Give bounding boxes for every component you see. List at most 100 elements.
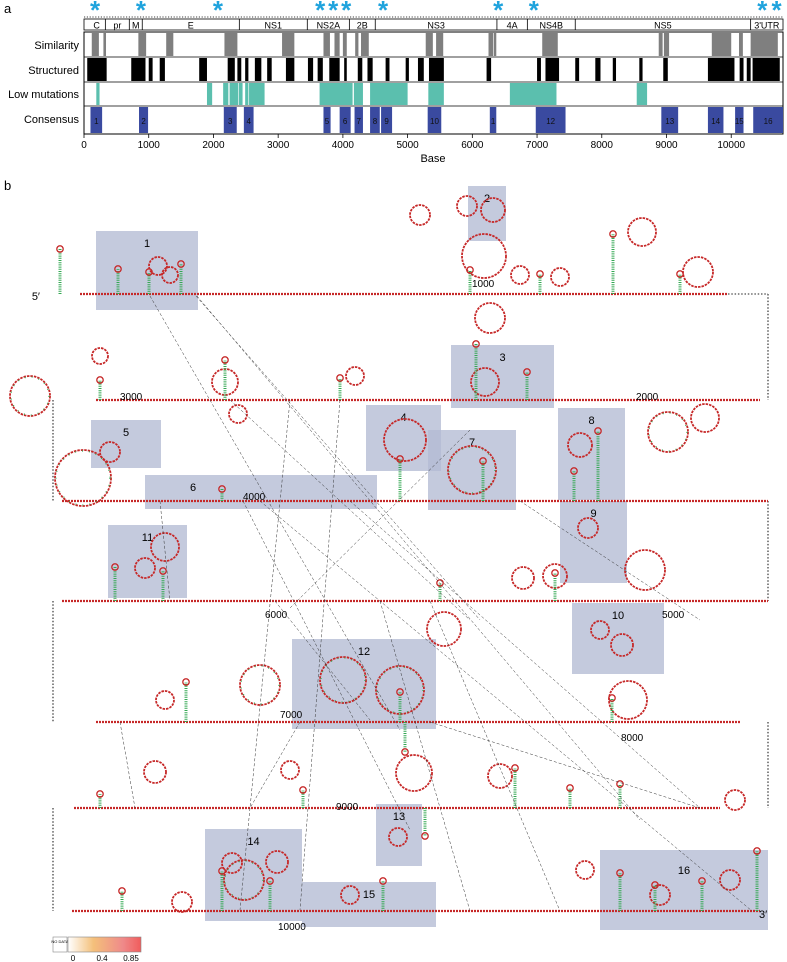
conservation-star: * [493,0,504,25]
consensus-region-label: 11 [142,532,153,544]
long-range-interaction [159,500,171,602]
consensus-region-box [560,501,627,583]
long-range-interaction [229,399,471,621]
rna-loop-pairs [320,657,366,703]
low-mutations-segment [353,83,363,105]
rna-loop [480,197,506,223]
hairpin-loop [616,869,624,877]
x-tick-label: 9000 [655,140,678,151]
structured-segment [707,58,735,81]
conservation-star: * [136,0,147,25]
consensus-segment [753,107,783,133]
similarity-segment [738,33,743,56]
consensus-label: 9 [384,117,389,126]
rna-loop-pairs [224,860,264,900]
consensus-label: 1 [94,117,99,126]
long-range-interaction [289,429,471,609]
consensus-label: 7 [357,117,362,126]
x-tick-label: 6000 [461,140,484,151]
hairpin-loop [676,270,684,278]
consensus-label: 12 [546,117,555,126]
rna-loop [239,664,281,706]
rna-loop [161,266,179,284]
hairpin-loop [379,877,387,885]
no-data-swatch [52,936,68,953]
hairpin-loop [218,485,226,493]
structured-segment [131,58,146,81]
consensus-region-box [292,639,436,729]
structured-segment [237,58,242,81]
gene-label: 2B [357,21,368,31]
consensus-region-box [558,408,625,500]
consensus-label: 15 [735,117,744,126]
long-range-interaction [259,500,753,912]
consensus-region-label: 15 [363,889,375,901]
hairpin-loop [118,887,126,895]
rna-loop [340,885,360,905]
rna-loop [577,517,599,539]
structured-segment [746,58,751,81]
similarity-segment [750,33,778,56]
hairpin-loop [594,427,602,435]
consensus-segment [735,107,744,133]
structured-segment [267,58,272,81]
consensus-region-label: 4 [400,412,406,424]
long-range-interaction [196,295,641,821]
consensus-region-label: 8 [588,415,594,427]
x-tick-label: 2000 [202,140,225,151]
conservation-star: * [328,0,339,25]
rna-loop [54,449,112,507]
low-mutations-segment [249,83,265,105]
rna-loop [567,432,593,458]
structured-segment [254,58,262,81]
structured-segment [663,58,668,81]
structured-segment [575,58,580,81]
rna-loop [510,265,530,285]
hairpin-loop [221,356,229,364]
similarity-segment [91,33,99,56]
rna-loop [134,557,156,579]
rna-loop [461,233,507,279]
conserved-region-stars: *********** [90,0,783,25]
long-range-interaction [349,500,701,809]
consensus-label: 1 [491,117,496,126]
similarity-segment [488,33,494,56]
structured-segment [595,58,601,81]
structured-segment [385,58,390,81]
hairpin-loop [114,265,122,273]
structured-segment [245,58,249,81]
consensus-region-label: 10 [612,610,624,622]
colorbar-tick-0.85: 0.85 [123,954,139,962]
consensus-region-box [302,882,436,927]
long-range-interaction [242,500,411,831]
gene-label: 3'UTR [754,21,780,31]
consensus-label: 3 [228,117,233,126]
similarity-segment [138,33,147,56]
hairpin-loop [56,245,64,253]
colorbar-no-data-label: NO DATA [51,939,69,944]
rna-loop-pairs [648,412,688,452]
consensus-segment [354,107,363,133]
conservation-star: * [213,0,224,25]
conservation-star: * [341,0,352,25]
gene-bar-frame [83,18,784,31]
rna-loop [649,884,671,906]
row-label-similarity: Similarity [34,40,79,52]
gene-label: pr [113,21,121,31]
rna-loop [319,656,367,704]
consensus-region-box [145,475,377,509]
row-label-low-mutations: Low mutations [8,89,79,101]
hairpin-loop [566,784,574,792]
structured-segment [329,58,340,81]
gene-label: NS2A [317,21,341,31]
consensus-label: 13 [665,117,674,126]
x-tick-label: 1000 [138,140,161,151]
long-range-interaction [519,500,701,621]
position-label-9000: 9000 [336,802,359,813]
gene-label: M [132,21,140,31]
rna-loop [155,690,175,710]
rna-loop [91,347,109,365]
hairpin-loop [111,563,119,571]
